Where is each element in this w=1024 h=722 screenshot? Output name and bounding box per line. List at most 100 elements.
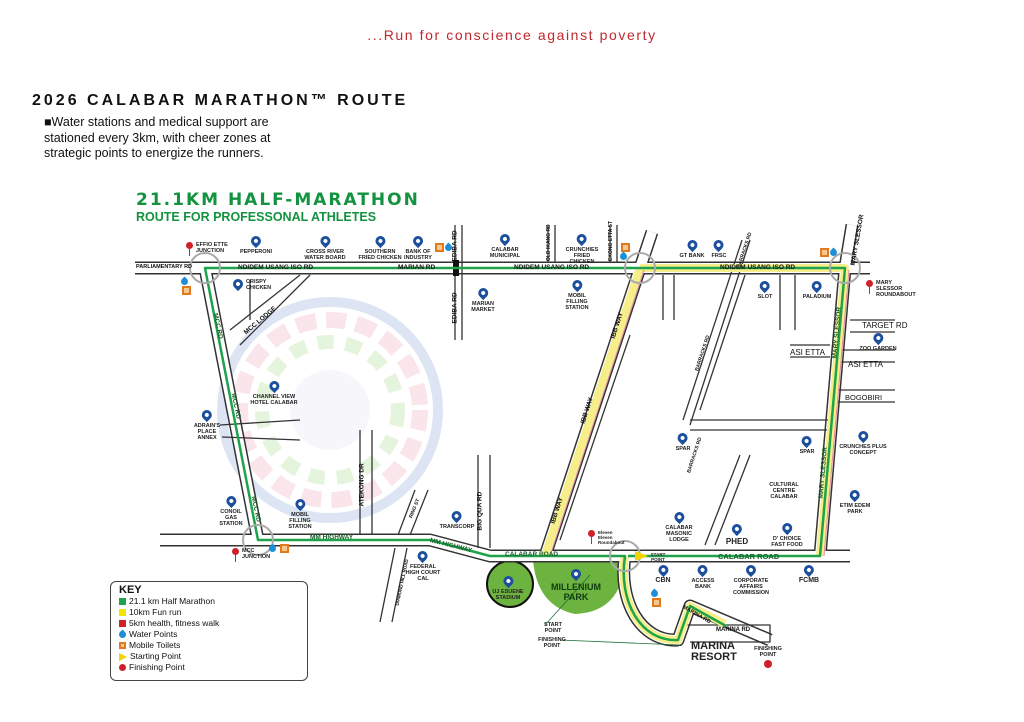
water-toilet-point bbox=[435, 242, 455, 253]
poi-transcorp[interactable]: TRANSCORP bbox=[440, 508, 474, 530]
poi-fcmb[interactable]: FCMB bbox=[799, 562, 819, 584]
finishing-point-label: FINISHING POINT bbox=[538, 637, 566, 649]
water-drop-icon bbox=[443, 242, 454, 253]
tagline: ...Run for conscience against poverty bbox=[367, 27, 657, 43]
poi-cbn[interactable]: CBN bbox=[655, 562, 671, 584]
road-label: PARLIAMENTARY RD bbox=[136, 264, 193, 270]
page-title: 2026 CALABAR MARATHON™ ROUTE bbox=[32, 92, 409, 109]
map-pin-icon bbox=[248, 233, 264, 249]
road-label: EKONG ETTA ST bbox=[608, 221, 614, 261]
poi-calabar-municipal[interactable]: CALABAR MUNICIPAL bbox=[490, 231, 520, 259]
yellow-swatch-icon bbox=[119, 609, 126, 616]
road-label: CALABAR ROAD bbox=[505, 551, 559, 558]
water-toilet-point bbox=[649, 588, 661, 607]
poi-access-bank[interactable]: ACCESS BANK bbox=[692, 562, 714, 590]
map-pin-icon bbox=[230, 276, 246, 292]
poi-millenium-park[interactable]: MILLENIUM PARK bbox=[551, 566, 601, 602]
poi-paladium[interactable]: PALADIUM bbox=[803, 278, 831, 300]
poi-bank-of-industry[interactable]: BANK OF INDUSTRY bbox=[404, 233, 432, 261]
junction-pin-icon bbox=[866, 280, 873, 294]
poi-spar[interactable]: SPAR bbox=[676, 430, 690, 452]
poi-effio-ette-junction[interactable]: EFFIO ETTE JUNCTION bbox=[186, 242, 228, 256]
road-label: TARGET RD bbox=[862, 321, 908, 330]
poi-etim-edem-park[interactable]: ETIM EDEM PARK bbox=[840, 487, 870, 515]
toilet-icon bbox=[280, 544, 289, 553]
water-drop-icon bbox=[649, 588, 660, 599]
legend-item-fun-run: 10km Fun run bbox=[119, 607, 299, 618]
road-label: ASI ETTA bbox=[848, 360, 883, 369]
poi-crunchies-fried-chicken[interactable]: CRUNCHIES FRIED CHICKEN bbox=[566, 231, 598, 265]
poi-spar-2[interactable]: SPAR bbox=[800, 433, 814, 455]
finish-dot-icon bbox=[119, 664, 126, 671]
fitness-walk-route bbox=[549, 269, 850, 557]
poi-mcc-junction[interactable]: MCC JUNCTION bbox=[232, 548, 270, 562]
water-toilet-point bbox=[179, 276, 191, 295]
map-pin-icon bbox=[855, 428, 871, 444]
legend-title: KEY bbox=[119, 584, 142, 596]
poi-gt-bank[interactable]: GT BANK bbox=[679, 237, 705, 259]
poi-marian-market[interactable]: MARIAN MARKET bbox=[471, 285, 495, 313]
poi-crunches-plus-concept[interactable]: CRUNCHES PLUS CONCEPT bbox=[839, 428, 887, 456]
water-toilet-point bbox=[618, 243, 630, 262]
poi-mobil-filling-station-2[interactable]: MOBIL FILLING STATION bbox=[288, 496, 312, 530]
map-pin-icon bbox=[497, 231, 513, 247]
road-label: CALABAR ROAD bbox=[718, 552, 780, 561]
toilet-icon bbox=[119, 642, 126, 649]
poi-d-choice-fast-food[interactable]: D' CHOICE FAST FOOD bbox=[771, 520, 803, 548]
poi-southern-fried-chicken[interactable]: SOUTHERN FRIED CHICKEN bbox=[358, 233, 402, 261]
map-pin-icon bbox=[809, 278, 825, 294]
water-toilet-point bbox=[267, 543, 289, 554]
poi-adrains-place-annex[interactable]: ADRAIN'S PLACE ANNEX bbox=[194, 407, 220, 441]
road-label: EDIBA RD bbox=[451, 292, 459, 324]
road-label: NDIDEM USANG ISO RD bbox=[238, 264, 314, 271]
toilet-icon bbox=[181, 286, 191, 295]
map-pin-icon bbox=[569, 277, 585, 293]
map-pin-icon bbox=[415, 548, 431, 564]
poi-federal-high-court[interactable]: FEDERAL HIGH COURT CAL bbox=[406, 548, 440, 582]
road-label: OLD IKANG RD bbox=[546, 224, 552, 261]
poi-channel-view-hotel[interactable]: CHANNEL VIEW HOTEL CALABAR bbox=[250, 378, 298, 406]
map-pin-icon bbox=[729, 521, 745, 537]
poi-phed[interactable]: PHED bbox=[726, 521, 748, 546]
poi-calabar-masonic-lodge[interactable]: CALABAR MASONIC LODGE bbox=[665, 509, 693, 543]
road-label: ATEKONG DR bbox=[358, 463, 366, 507]
poi-pepperoni[interactable]: PEPPERONI bbox=[240, 233, 272, 255]
legend-item-mobile-toilets: Mobile Toilets bbox=[119, 640, 299, 651]
poi-zoo-garden[interactable]: ZOO GARDEN bbox=[859, 330, 897, 352]
map-pin-icon bbox=[475, 285, 491, 301]
poi-uj-esuene-stadium[interactable]: UJ ESUENE STADIUM bbox=[492, 573, 524, 601]
road-label: MARIAN RD bbox=[398, 264, 436, 271]
toilet-icon bbox=[651, 598, 661, 607]
toilet-icon bbox=[620, 243, 630, 252]
map-pin-icon bbox=[317, 233, 333, 249]
poi-slot[interactable]: SLOT bbox=[757, 278, 773, 300]
map-pin-icon bbox=[711, 237, 727, 253]
map-pin-icon bbox=[779, 520, 795, 536]
logo-watermark bbox=[217, 297, 443, 523]
road-label: MM HIGHWAY bbox=[310, 534, 354, 541]
water-drop-icon bbox=[267, 543, 278, 554]
poi-corporate-affairs-commission[interactable]: CORPORATE AFFAIRS COMMISSION bbox=[733, 562, 769, 596]
poi-marina-resort[interactable]: MARINA RESORT bbox=[691, 640, 737, 663]
poi-conoil-gas-station[interactable]: CONOIL GAS STATION bbox=[219, 493, 243, 527]
map-pin-icon bbox=[574, 231, 590, 247]
poi-eleven-eleven-roundabout[interactable]: Eleven Eleven Roundabout bbox=[588, 530, 625, 545]
road-label: BOGOBIRI bbox=[845, 393, 883, 402]
poi-crispy-chicken[interactable]: CRISPY CHICKEN bbox=[230, 276, 271, 292]
map-pin-icon bbox=[847, 487, 863, 503]
map-pin-icon bbox=[671, 509, 687, 525]
start-point-label: START POINT bbox=[544, 622, 562, 634]
poi-frsc[interactable]: FRSC bbox=[711, 237, 727, 259]
poi-cross-river-water-board[interactable]: CROSS RIVER WATER BOARD bbox=[304, 233, 346, 261]
route-title: 21.1KM HALF-MARATHON bbox=[136, 190, 420, 210]
junction-pin-icon bbox=[588, 530, 595, 544]
map-pin-icon bbox=[870, 330, 886, 346]
poi-mobil-filling-station[interactable]: MOBIL FILLING STATION bbox=[565, 277, 589, 311]
map-pin-icon bbox=[757, 278, 773, 294]
half-marathon-route bbox=[203, 266, 847, 642]
map-pin-icon bbox=[655, 562, 671, 578]
poi-cultural-centre-calabar[interactable]: CULTURAL CENTRE CALABAR bbox=[769, 482, 799, 500]
map-pin-icon bbox=[568, 566, 584, 582]
poi-mary-slessor-roundabout[interactable]: MARY SLESSOR ROUNDABOUT bbox=[866, 280, 916, 298]
